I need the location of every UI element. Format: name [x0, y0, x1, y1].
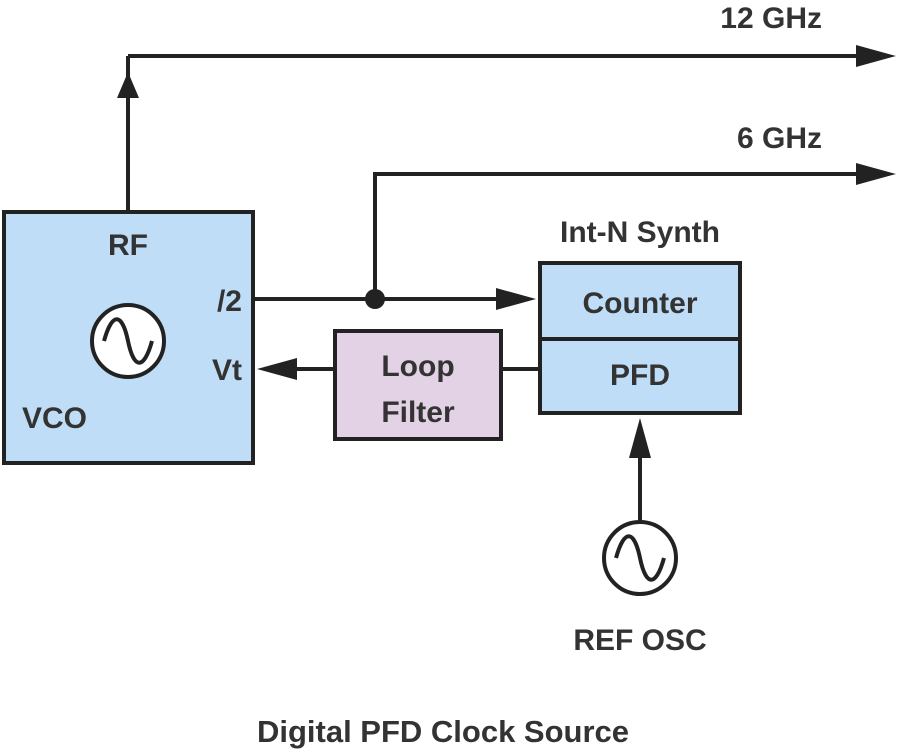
- loop-filter-label-line2: Filter: [381, 396, 455, 429]
- 6ghz-branch-line: [373, 172, 862, 299]
- output-6ghz-label: 6 GHz: [737, 122, 822, 155]
- loop-filter-label-line1: Loop: [381, 350, 454, 383]
- pfd-label: PFD: [610, 359, 670, 392]
- vco-div2-port-label: /2: [217, 285, 242, 318]
- vt-arrowhead: [257, 358, 297, 380]
- ref-osc-label: REF OSC: [573, 624, 706, 657]
- sine-wave-icon: [602, 520, 678, 596]
- vco-vt-port-label: Vt: [212, 354, 242, 387]
- synth-title: Int-N Synth: [560, 216, 720, 249]
- vco-label: VCO: [22, 402, 87, 435]
- 12ghz-arrowhead: [856, 45, 896, 67]
- sine-wave-icon: [90, 303, 166, 379]
- counter-label: Counter: [583, 287, 698, 320]
- pfd-block: [538, 337, 742, 415]
- counter-arrowhead: [496, 288, 536, 310]
- output-12ghz-label: 12 GHz: [720, 2, 822, 35]
- junction-dot: [365, 289, 385, 309]
- loop-filter-block: [333, 329, 503, 441]
- pfd-up-arrowhead: [629, 418, 651, 458]
- vco-block: [2, 210, 255, 465]
- diagram-caption: Digital PFD Clock Source: [257, 714, 629, 749]
- vco-rf-port-label: RF: [108, 229, 148, 262]
- 6ghz-arrowhead: [856, 163, 896, 185]
